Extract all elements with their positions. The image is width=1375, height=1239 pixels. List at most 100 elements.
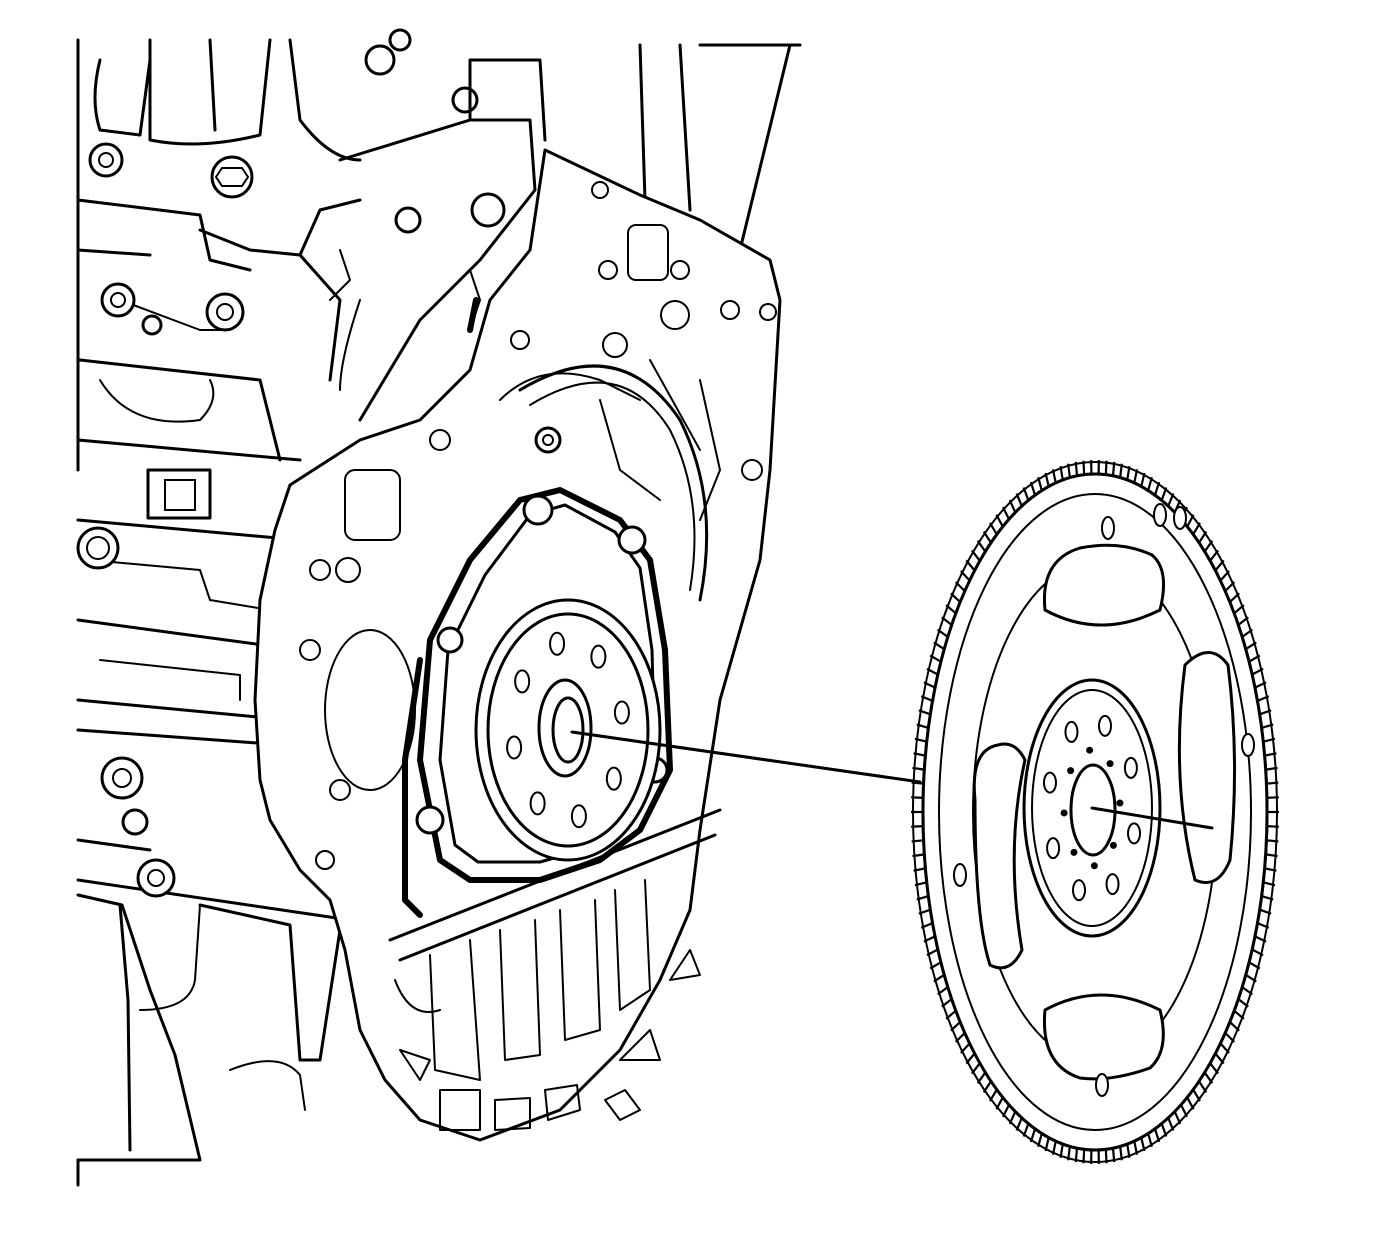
gear-tooth [1214, 559, 1225, 572]
gear-tooth [1229, 592, 1240, 603]
gear-tooth [950, 1021, 961, 1032]
gear-tooth [1241, 628, 1254, 638]
gear-tooth [1237, 998, 1249, 1008]
gear-tooth [1002, 1104, 1010, 1118]
gear-tooth [926, 667, 939, 676]
gear-tooth [913, 867, 926, 872]
crank-alignment-line [570, 730, 922, 784]
gear-tooth [1111, 461, 1116, 476]
flywheel-axis-line [1090, 806, 1214, 830]
gear-tooth [913, 752, 926, 757]
gear-tooth [1186, 1096, 1195, 1110]
gear-tooth [1059, 466, 1064, 481]
flywheel-outer-holes [953, 503, 1255, 1097]
gear-tooth [916, 723, 929, 729]
gear-tooth [1082, 460, 1086, 475]
gear-tooth [950, 592, 961, 603]
hub-bolt-hole [1071, 879, 1086, 902]
gear-tooth [1153, 1128, 1161, 1143]
gear-tooth [1160, 1123, 1168, 1137]
gear-tooth [914, 881, 928, 887]
gear-tooth [1203, 540, 1214, 553]
gear-tooth [971, 549, 981, 562]
gear-tooth [1126, 1143, 1131, 1158]
gear-tooth [911, 796, 924, 799]
gear-tooth [911, 839, 924, 843]
gear-tooth [1203, 1071, 1214, 1084]
gear-tooth [960, 1042, 971, 1054]
gear-tooth [1209, 549, 1219, 562]
flywheel-window-bottom [1042, 993, 1165, 1081]
gear-tooth [1248, 654, 1261, 663]
gear-tooth [1265, 766, 1278, 771]
gear-tooth [1266, 796, 1279, 799]
gear-tooth [1022, 487, 1030, 501]
gear-tooth [929, 961, 942, 970]
gear-tooth [1224, 581, 1236, 592]
gear-tooth [945, 604, 957, 615]
gear-tooth [1037, 1133, 1043, 1148]
gear-tooth [936, 986, 949, 996]
gear-tooth [1219, 570, 1230, 582]
hub-bolt-hole [1127, 822, 1142, 845]
gear-tooth [1257, 695, 1270, 702]
flywheel-hub-bolt-holes [1042, 714, 1142, 902]
hub-bolt-hole [1064, 720, 1079, 743]
gear-tooth [1044, 472, 1050, 487]
gear-tooth [923, 681, 936, 689]
gear-tooth [1015, 1117, 1023, 1131]
gear-tooth [1259, 908, 1272, 915]
hub-dowel-hole [1086, 746, 1094, 754]
gear-tooth [918, 709, 931, 716]
alignment-lines [570, 730, 1214, 830]
gear-tooth [1233, 1009, 1245, 1020]
crankshaft-flange [474, 598, 662, 862]
hub-dowel-hole [1109, 841, 1117, 849]
gear-tooth [914, 737, 928, 743]
gear-tooth [945, 1009, 957, 1020]
gear-tooth [1147, 1133, 1153, 1148]
outer-hole [1173, 506, 1187, 530]
crank-bolt-holes [506, 631, 630, 829]
gear-tooth [1214, 1052, 1225, 1065]
gear-tooth [1257, 922, 1270, 929]
flywheel-center-bore [1069, 763, 1117, 857]
gear-tooth [1245, 973, 1257, 983]
gear-tooth [1173, 1111, 1182, 1125]
gear-tooth [1237, 616, 1249, 626]
gear-tooth [1262, 737, 1276, 743]
crank-bolt-hole [613, 700, 630, 725]
gear-tooth [995, 514, 1004, 528]
crank-bolt-hole [549, 631, 566, 656]
gear-tooth [960, 570, 971, 582]
gear-tooth [1037, 476, 1043, 491]
gear-tooth [1147, 476, 1153, 491]
gear-tooth [1245, 641, 1257, 651]
gear-tooth [1180, 1104, 1188, 1118]
crank-bolt-hole [506, 735, 523, 760]
flywheel-window-top [1042, 543, 1166, 627]
gear-tooth [1266, 839, 1279, 843]
gear-tooth [920, 922, 933, 929]
gear-tooth [954, 581, 966, 592]
gear-tooth [1008, 1111, 1017, 1125]
gear-tooth [1262, 881, 1276, 887]
gear-tooth [1266, 825, 1279, 828]
gear-tooth [1251, 948, 1264, 957]
outer-hole [1101, 516, 1115, 540]
gear-tooth [926, 948, 939, 957]
gear-tooth [1133, 469, 1139, 484]
gear-tooth [1111, 1148, 1116, 1163]
gear-tooth [995, 1096, 1004, 1110]
gear-tooth [1022, 1123, 1030, 1137]
gear-tooth [1259, 709, 1272, 716]
gear-tooth [1140, 1137, 1146, 1152]
gear-tooth [1126, 466, 1131, 481]
gear-tooth [1241, 986, 1254, 996]
gear-tooth [1051, 1140, 1057, 1155]
gear-tooth [1074, 1148, 1079, 1163]
flywheel [911, 460, 1279, 1164]
gear-tooth [954, 1032, 966, 1043]
gear-tooth [1192, 522, 1201, 536]
